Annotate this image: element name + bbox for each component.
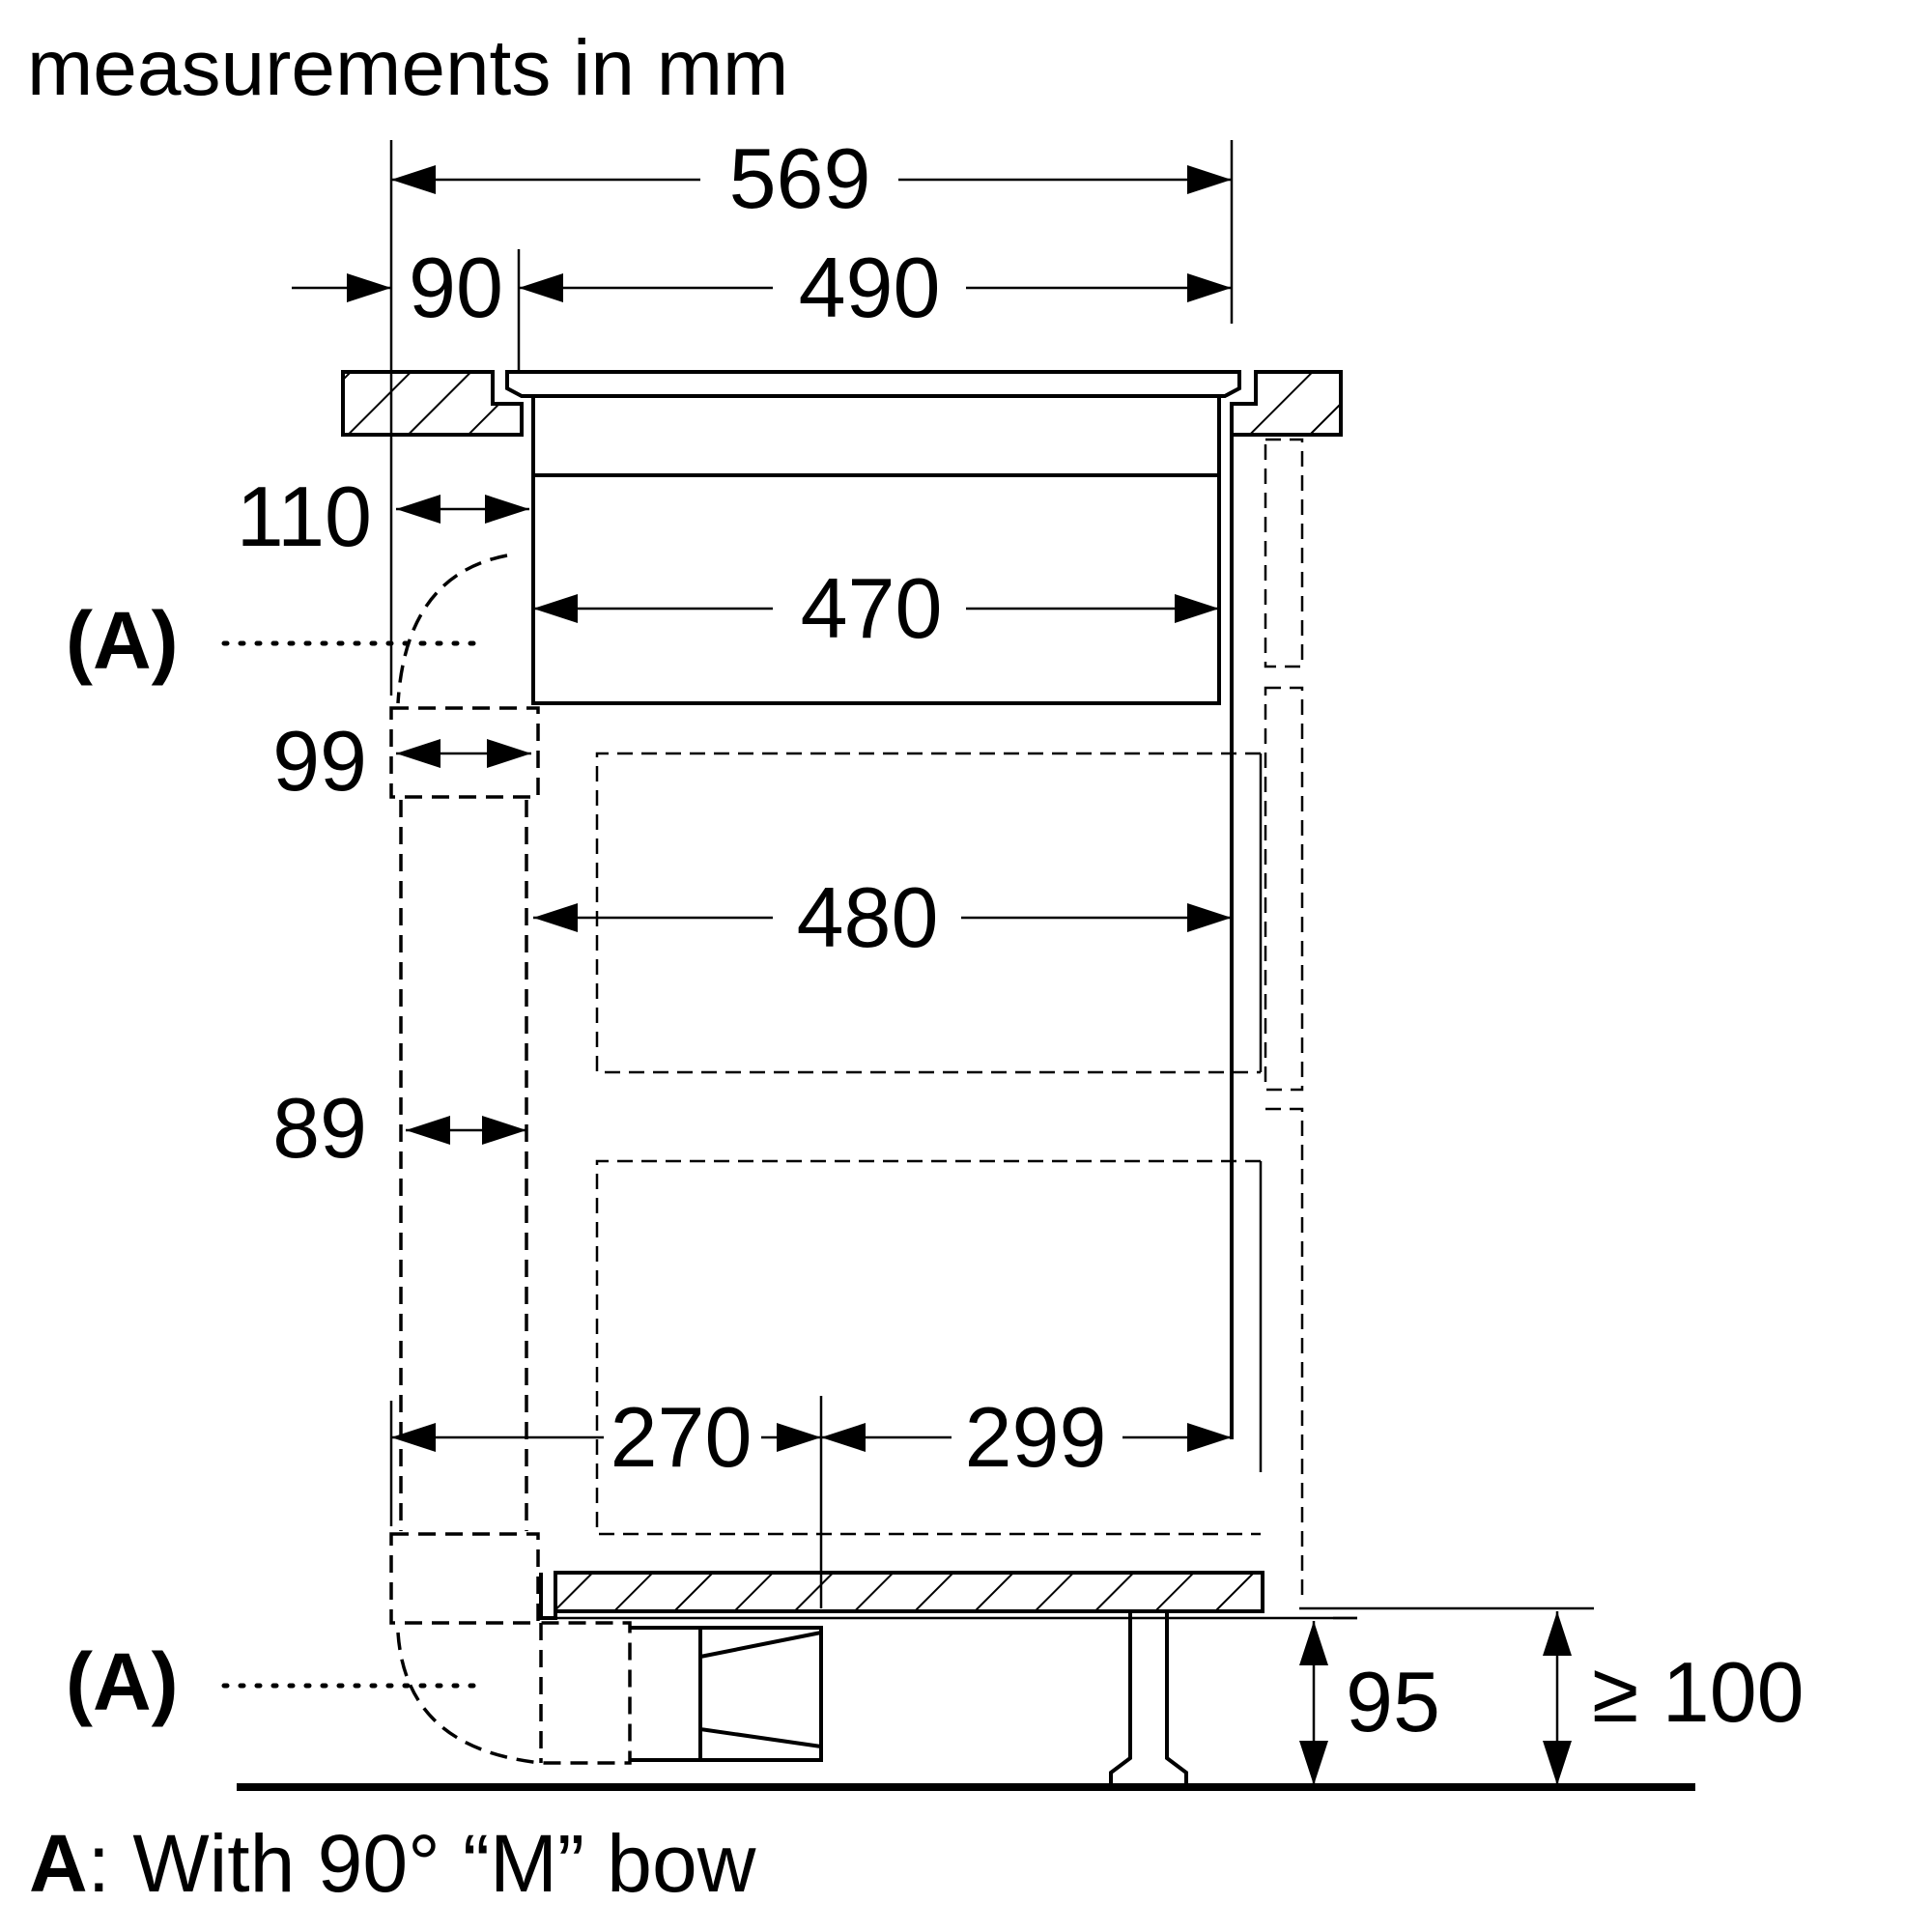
- worktop-right-section: [1230, 370, 1343, 437]
- dim-490-label: 490: [799, 240, 941, 335]
- dim-89-label: 89: [272, 1080, 367, 1176]
- cabinet-side-dashed-lower: [1265, 1107, 1304, 1599]
- dim-110-label: 110: [237, 469, 372, 564]
- hob-glass-top: [505, 370, 1241, 398]
- drawer-lower: [595, 1159, 1261, 1536]
- duct-connector-top: [389, 706, 540, 799]
- cabinet-bottom-bracket: [539, 1573, 557, 1620]
- dim-480-label: 480: [797, 869, 939, 965]
- duct-bow-bottom: [396, 1621, 632, 1765]
- duct-bow-top: [396, 554, 508, 704]
- cabinet-side-dashed-upper: [1264, 438, 1304, 668]
- hob-body: [531, 473, 1221, 705]
- legend: A: With 90° “M” bow: [29, 1818, 756, 1909]
- units-caption: measurements in mm: [27, 24, 788, 112]
- dim-569-label: 569: [729, 130, 871, 226]
- legend-text: : With 90° “M” bow: [88, 1818, 756, 1909]
- fan-unit: [630, 1626, 823, 1762]
- dim-90-label: 90: [409, 240, 503, 335]
- hob-frame: [531, 394, 1221, 477]
- callout-a-bottom: (A): [66, 1636, 179, 1727]
- legend-key: A: [29, 1818, 88, 1909]
- callout-a-top: (A): [66, 595, 179, 686]
- fan-blade-shape: [698, 1629, 822, 1760]
- dim-299-label: 299: [965, 1389, 1107, 1485]
- dim-99-label: 99: [272, 713, 367, 809]
- dim-95-label: 95: [1346, 1654, 1440, 1749]
- worktop-left-section: [341, 370, 524, 437]
- dim-270-label: 270: [611, 1389, 753, 1485]
- duct-connector-bottom: [389, 1532, 540, 1625]
- drawer-upper: [595, 752, 1261, 1074]
- cabinet-bottom-board: [554, 1571, 1264, 1613]
- dim-100-label: ≥ 100: [1592, 1644, 1804, 1740]
- dim-470-label: 470: [801, 560, 943, 656]
- cabinet-side-dashed-mid: [1264, 686, 1304, 1092]
- cabinet-leg: [1109, 1611, 1188, 1787]
